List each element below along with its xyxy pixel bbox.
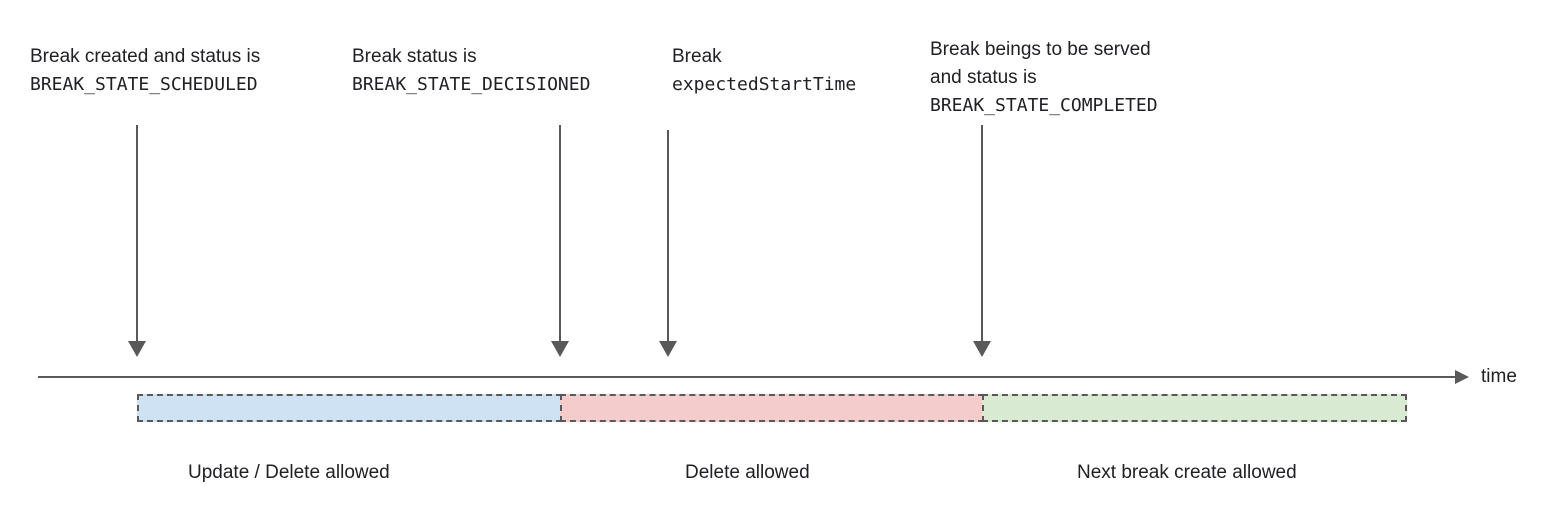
arrow-down-icon [551,341,569,357]
annotation-expected-start-time-text: Break [672,46,722,67]
annotation-break-decisioned: Break status is BREAK_STATE_DECISIONED [352,43,590,99]
time-axis-arrow-icon [1455,370,1469,384]
segment-label-delete: Delete allowed [685,462,810,483]
segment-label-next-break: Next break create allowed [1077,462,1297,483]
annotation-break-completed: Break beings to be served and status is … [930,36,1158,120]
time-axis-line [38,376,1456,378]
arrow-line [136,125,138,343]
time-axis-label: time [1481,366,1517,387]
annotation-break-completed-text2: and status is [930,67,1037,88]
arrow-line [559,125,561,343]
annotation-expected-start-time-code: expectedStartTime [672,74,857,95]
segment-delete-allowed [560,394,984,422]
segment-next-break-create-allowed [982,394,1407,422]
arrow-line [667,130,669,343]
annotation-break-created-text: Break created and status is [30,46,261,67]
arrow-down-icon [128,341,146,357]
segment-update-delete-allowed [137,394,562,422]
arrow-line [981,125,983,343]
segment-label-update-delete: Update / Delete allowed [188,462,390,483]
annotation-break-completed-code: BREAK_STATE_COMPLETED [930,95,1158,116]
arrow-down-icon [659,341,677,357]
annotation-break-decisioned-code: BREAK_STATE_DECISIONED [352,74,591,95]
annotation-break-completed-text1: Break beings to be served [930,39,1151,60]
annotation-break-created: Break created and status is BREAK_STATE_… [30,43,260,99]
annotation-break-decisioned-text: Break status is [352,46,477,67]
annotation-expected-start-time: Break expectedStartTime [672,43,856,99]
annotation-break-created-code: BREAK_STATE_SCHEDULED [30,74,258,95]
arrow-down-icon [973,341,991,357]
